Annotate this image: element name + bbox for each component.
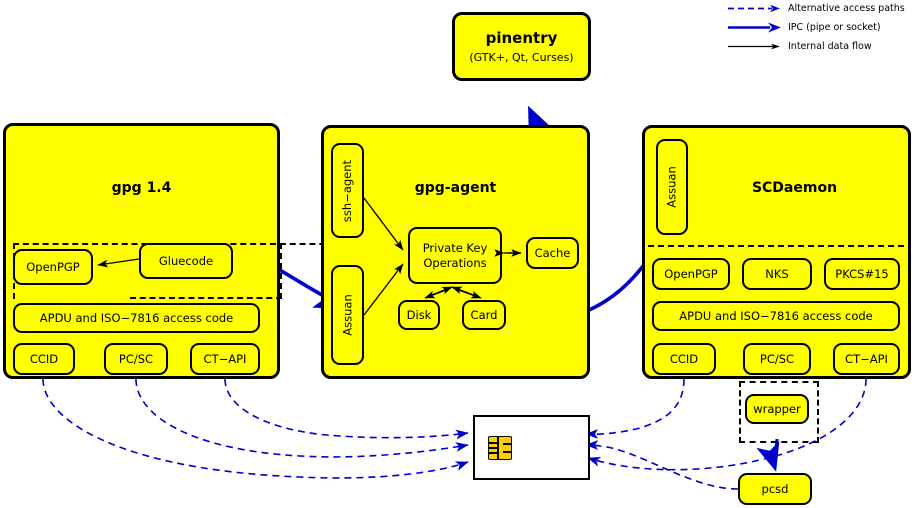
gpg-driver-pcsc-label: PC/SC xyxy=(118,351,154,366)
legend: Alternative access paths IPC (pipe or so… xyxy=(726,0,914,56)
scdaemon-apdu-label: APDU and ISO−7816 access code xyxy=(679,308,873,323)
gpg-driver-pcsc[interactable]: PC/SC xyxy=(104,343,168,375)
scdaemon-app-pkcs15[interactable]: PKCS#15 xyxy=(824,258,900,290)
agent-assuan-box[interactable]: Assuan xyxy=(331,265,364,365)
scdaemon-app-nks[interactable]: NKS xyxy=(742,258,812,290)
gpg-driver-ctapi-label: CT−API xyxy=(203,351,247,366)
scdaemon-dashed-divider xyxy=(648,245,904,247)
pinentry-title-label: pinentry xyxy=(485,29,558,47)
agent-ssh-agent-label: ssh−agent xyxy=(340,159,355,222)
smartcard[interactable] xyxy=(473,415,590,480)
agent-private-key-ops-box[interactable]: Private Key Operations xyxy=(408,227,502,284)
agent-pko-line1: Private Key xyxy=(422,241,488,256)
gpg-agent-title: gpg-agent xyxy=(414,180,497,196)
scdaemon-apdu-box[interactable]: APDU and ISO−7816 access code xyxy=(652,301,900,331)
legend-label-internal: Internal data flow xyxy=(788,41,872,52)
pcsd-label: pcsd xyxy=(761,481,789,496)
gpg-apdu-label: APDU and ISO−7816 access code xyxy=(39,310,234,325)
dashed-arrow-icon xyxy=(728,4,780,13)
gpg-gluecode-label: Gluecode xyxy=(158,253,214,268)
ipc-wrapper-to-pcsd xyxy=(756,438,780,472)
scdaemon-app-openpgp[interactable]: OpenPGP xyxy=(652,258,730,290)
alt-path-gpg-pcsc xyxy=(135,378,469,458)
agent-pko-line2: Operations xyxy=(423,255,487,270)
gpg-driver-ccid[interactable]: CCID xyxy=(13,343,75,375)
pinentry-subtitle-label: (GTK+, Qt, Curses) xyxy=(469,51,574,64)
thin-arrow-icon xyxy=(728,43,780,50)
pinentry-box[interactable]: pinentry (GTK+, Qt, Curses) xyxy=(452,12,591,81)
agent-ssh-agent-box[interactable]: ssh−agent xyxy=(331,143,364,238)
agent-assuan-label: Assuan xyxy=(340,294,355,336)
scdaemon-driver-ccid[interactable]: CCID xyxy=(652,343,716,375)
scdaemon-app-openpgp-label: OpenPGP xyxy=(664,266,718,281)
agent-card-label: Card xyxy=(470,307,498,322)
agent-card-box[interactable]: Card xyxy=(462,300,506,330)
agent-disk-box[interactable]: Disk xyxy=(398,300,440,330)
agent-cache-label: Cache xyxy=(534,245,571,260)
wrapper-label: wrapper xyxy=(753,401,801,416)
scdaemon-driver-pcsc[interactable]: PC/SC xyxy=(743,343,811,375)
scdaemon-driver-ctapi-label: CT−API xyxy=(845,351,888,366)
gpg-openpgp-box[interactable]: OpenPGP xyxy=(13,249,93,285)
pcsd-box[interactable]: pcsd xyxy=(738,473,812,505)
gpg-driver-ccid-label: CCID xyxy=(29,351,59,366)
scdaemon-driver-ctapi[interactable]: CT−API xyxy=(833,343,900,375)
agent-disk-label: Disk xyxy=(406,307,432,322)
smartcard-chip-icon xyxy=(488,436,512,460)
scdaemon-assuan-box[interactable]: Assuan xyxy=(656,139,688,235)
alt-path-gpg-ctapi xyxy=(224,378,469,440)
legend-row-internal: Internal data flow xyxy=(726,40,914,58)
scdaemon-app-nks-label: NKS xyxy=(765,266,789,281)
legend-row-alt-paths: Alternative access paths xyxy=(726,2,914,20)
legend-label-ipc: IPC (pipe or socket) xyxy=(788,22,881,33)
gpg-apdu-box[interactable]: APDU and ISO−7816 access code xyxy=(13,303,260,333)
gpg-openpgp-label: OpenPGP xyxy=(26,259,80,274)
thick-arrow-icon xyxy=(728,22,781,33)
legend-label-alt-paths: Alternative access paths xyxy=(788,3,905,14)
alt-path-scd-ctapi xyxy=(587,378,867,471)
scdaemon-app-pkcs15-label: PKCS#15 xyxy=(835,266,889,281)
scdaemon-title: SCDaemon xyxy=(751,180,838,196)
agent-cache-box[interactable]: Cache xyxy=(526,237,579,269)
scdaemon-assuan-label: Assuan xyxy=(665,166,680,208)
wrapper-box[interactable]: wrapper xyxy=(745,394,809,424)
legend-row-ipc: IPC (pipe or socket) xyxy=(726,21,914,39)
scdaemon-driver-ccid-label: CCID xyxy=(669,351,699,366)
alt-path-gpg-ccid xyxy=(42,378,469,479)
gpg-title: gpg 1.4 xyxy=(111,180,172,196)
gpg-driver-ctapi[interactable]: CT−API xyxy=(190,343,260,375)
alt-path-pcsd-card xyxy=(585,440,739,490)
alt-path-scd-ccid xyxy=(585,378,685,439)
gpg-gluecode-box[interactable]: Gluecode xyxy=(139,243,233,279)
scdaemon-driver-pcsc-label: PC/SC xyxy=(759,351,795,366)
